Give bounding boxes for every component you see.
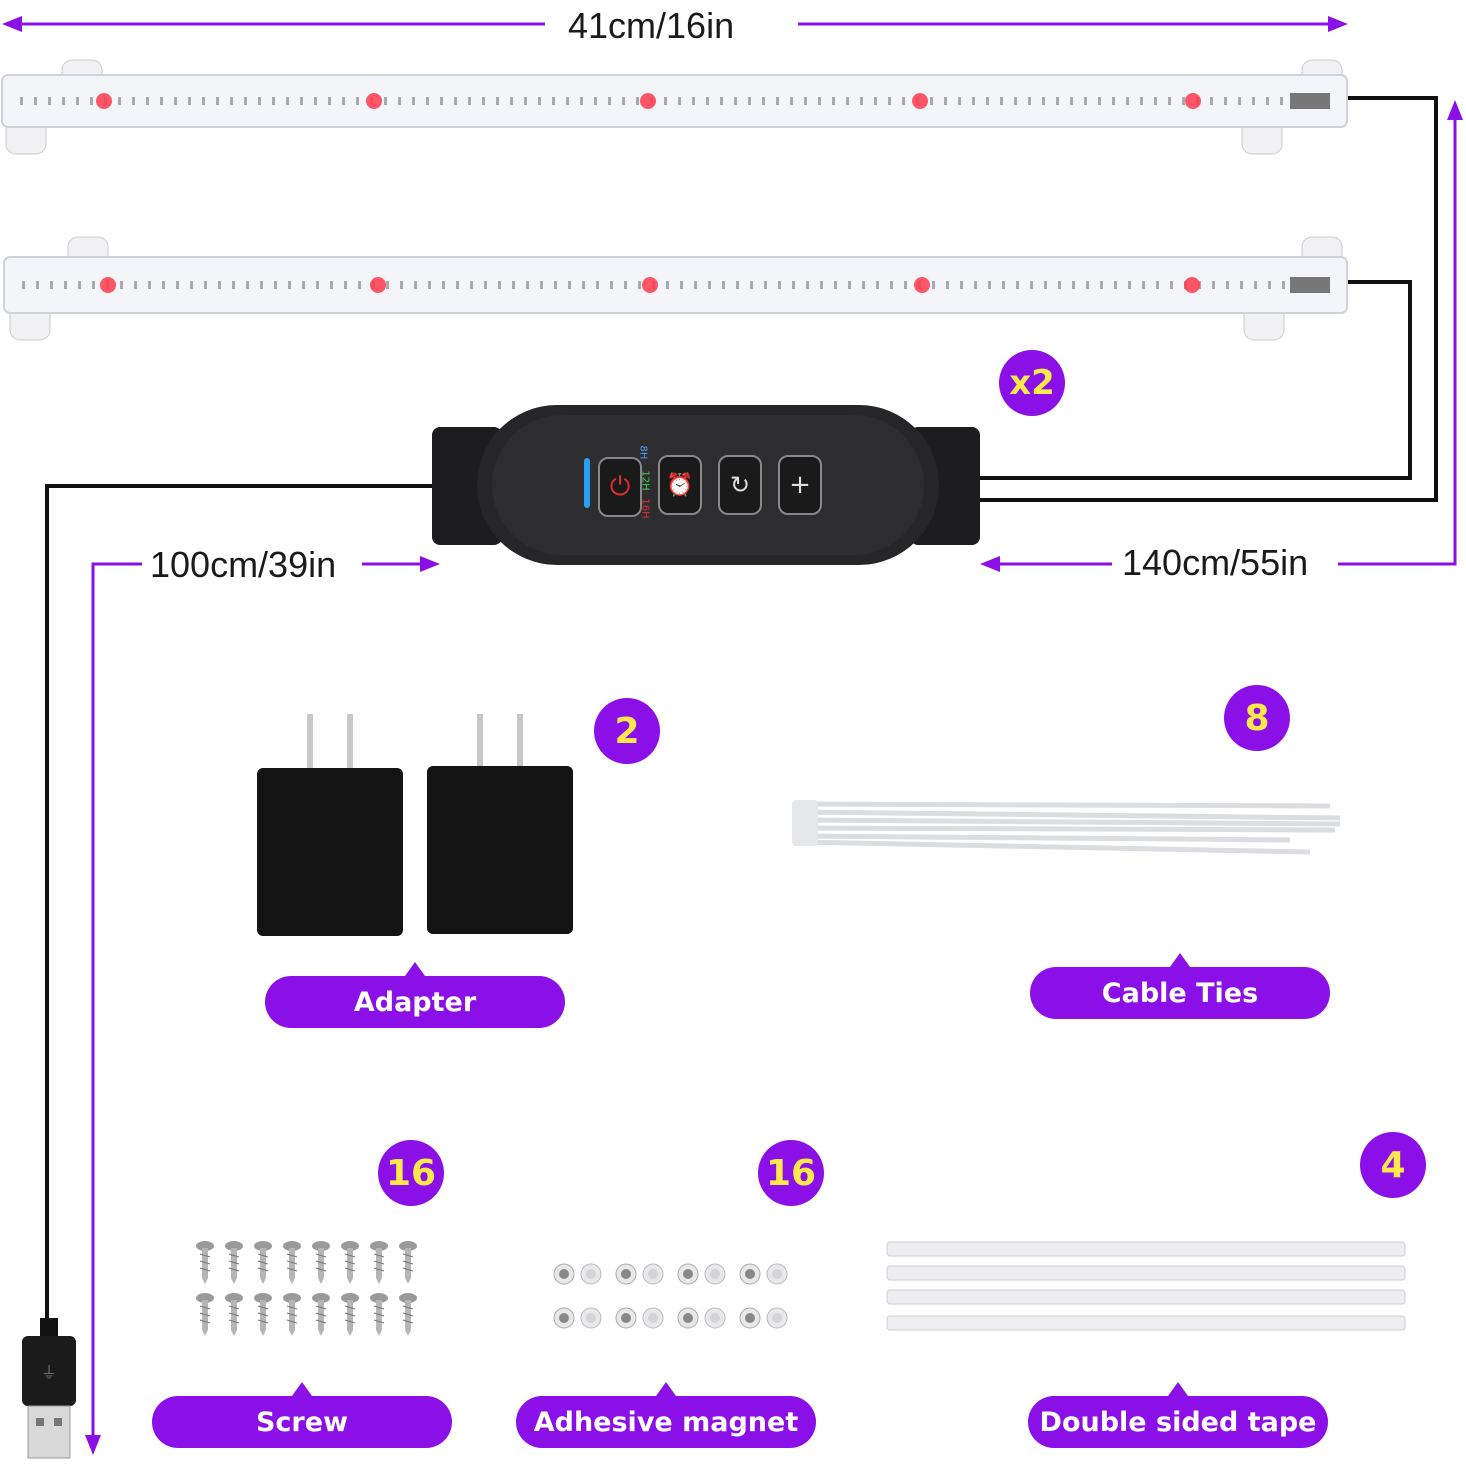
brightness-plus-button[interactable]: + (778, 455, 822, 515)
plus-icon: + (789, 470, 811, 500)
tape-image (885, 1238, 1410, 1338)
adhesive-magnet-label: Adhesive magnet (516, 1382, 816, 1448)
screw-count-badge: 16 (378, 1140, 444, 1206)
controller: ⏻ 8H 12H 16H ⏰ ↻ + (432, 405, 982, 565)
strip-length-arrow (2, 16, 1348, 32)
power-icon: ⏻ (609, 471, 631, 502)
magnets-image (550, 1258, 800, 1338)
cable-ties-image (790, 790, 1350, 860)
screws-image (190, 1240, 430, 1340)
right-cable-length-label: 140cm/55in (1114, 543, 1317, 583)
strip-quantity-badge: x2 (999, 350, 1065, 416)
double-sided-tape-count-badge: 4 (1360, 1132, 1426, 1198)
light-strip-bottom (0, 235, 1350, 345)
adhesive-magnet-count-badge: 16 (758, 1140, 824, 1206)
screw-label: Screw (152, 1382, 452, 1448)
usb-plug: ⏚ (18, 1318, 80, 1459)
timer-button[interactable]: ⏰ (658, 455, 702, 515)
light-strip-top (0, 55, 1350, 155)
adapter-label: Adapter (265, 962, 565, 1028)
double-sided-tape-label: Double sided tape (1028, 1382, 1328, 1448)
cable-ties-label: Cable Ties (1030, 953, 1330, 1019)
power-button[interactable]: ⏻ (598, 457, 642, 517)
alarm-clock-icon: ⏰ (666, 472, 694, 498)
cable-ties-count-badge: 8 (1224, 685, 1290, 751)
adapter-count-badge: 2 (594, 698, 660, 764)
svg-text:⏚: ⏚ (41, 1363, 57, 1382)
cycle-icon: ↻ (729, 471, 751, 499)
left-cable-length-label: 100cm/39in (142, 545, 345, 585)
strip-length-label: 41cm/16in (560, 6, 743, 46)
mode-button[interactable]: ↻ (718, 455, 762, 515)
adapter-image (255, 712, 580, 937)
